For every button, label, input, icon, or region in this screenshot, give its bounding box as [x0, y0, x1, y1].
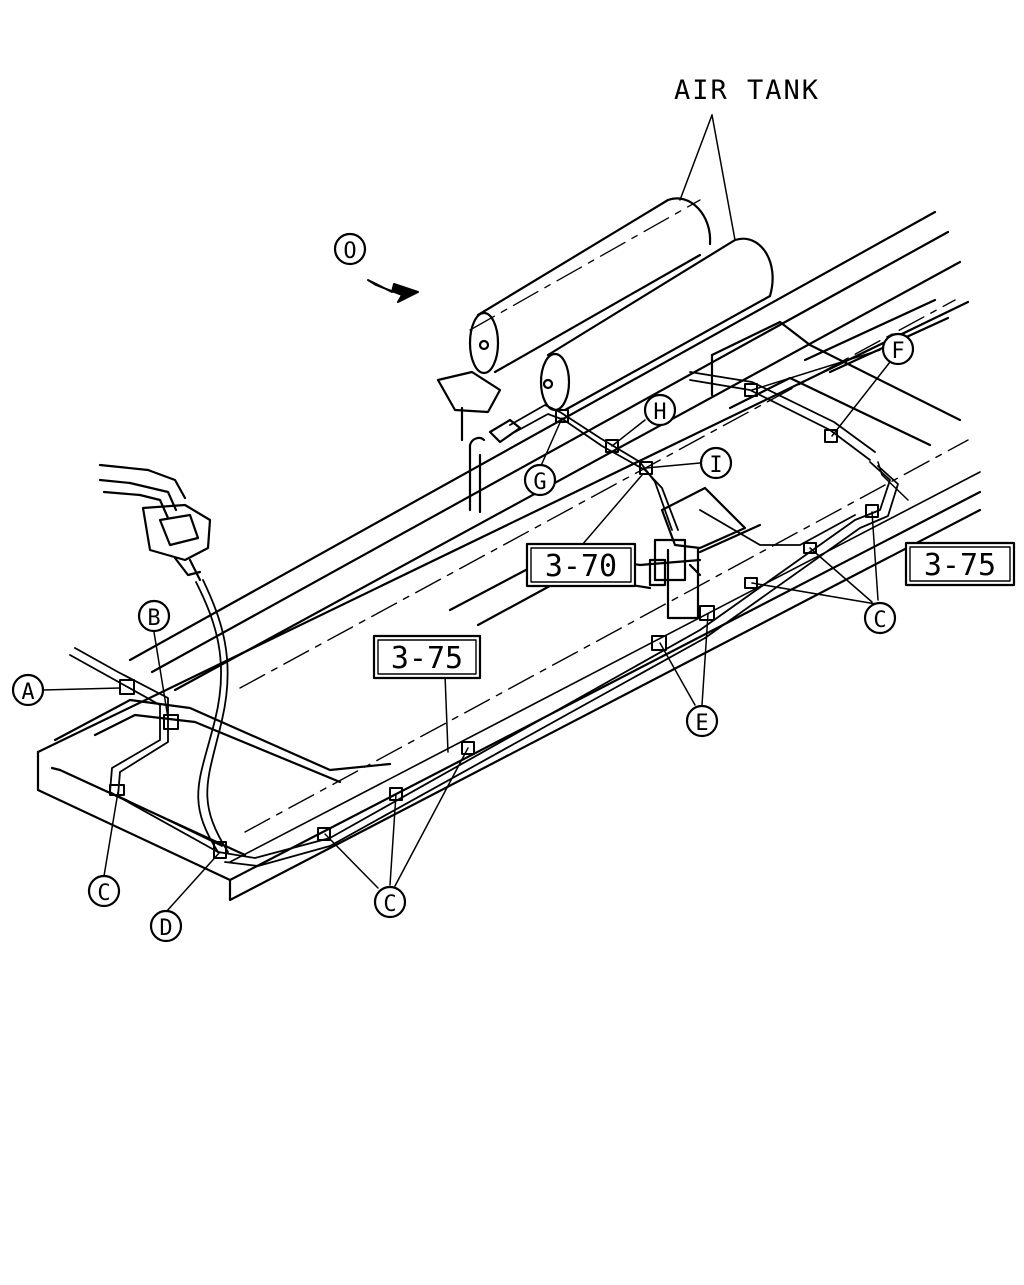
callout-c-middle-label: C	[383, 892, 396, 917]
clamp-f-1	[744, 383, 758, 397]
callout-d-label: D	[159, 916, 172, 941]
leader-lines	[42, 114, 909, 913]
callout-c-rear-label: C	[873, 608, 886, 633]
callout-i: I	[699, 446, 733, 480]
reference-3-70-label: 3-70	[545, 549, 617, 584]
clamp-f-2	[824, 429, 838, 443]
reference-3-75-right-label: 3-75	[924, 548, 996, 583]
valve-bracket	[648, 486, 762, 620]
air-piping	[69, 371, 899, 867]
chassis-frame	[36, 210, 982, 902]
callout-h: H	[643, 393, 677, 427]
callout-o: O	[333, 232, 367, 266]
callout-g: G	[523, 463, 557, 497]
callout-o-label: O	[343, 239, 356, 264]
callout-g-label: G	[533, 470, 546, 495]
callout-a-label: A	[21, 680, 34, 705]
clamp-g	[555, 409, 569, 423]
view-arrow	[367, 279, 419, 303]
callout-c-middle: C	[373, 885, 407, 919]
callout-e-label: E	[695, 711, 708, 736]
callout-b-label: B	[147, 606, 160, 631]
clamp-c-5	[803, 542, 817, 554]
reference-3-75-middle-label: 3-75	[391, 641, 463, 676]
callout-b: B	[137, 599, 171, 633]
air-tank-label: AIR TANK	[674, 75, 820, 106]
callout-c-front: C	[87, 874, 121, 908]
clamp-h	[605, 439, 619, 453]
callout-f: F	[881, 332, 915, 366]
callout-f-label: F	[891, 339, 904, 364]
air-tank-assembly	[436, 197, 774, 514]
callout-c-rear: C	[863, 601, 897, 635]
reference-3-70: 3-70	[525, 542, 637, 588]
clamp-c-1	[317, 827, 331, 841]
clamp-c-4	[744, 577, 758, 589]
callout-c-front-label: C	[97, 881, 110, 906]
callout-h-label: H	[653, 400, 666, 425]
clamp-b	[163, 714, 179, 730]
clamp-e-1	[651, 635, 667, 651]
front-connector	[98, 463, 212, 582]
callout-d: D	[149, 909, 183, 943]
clamp-c-3	[461, 741, 475, 755]
callout-a: A	[11, 673, 45, 707]
callout-e: E	[685, 704, 719, 738]
callout-i-label: I	[709, 453, 722, 478]
reference-3-75-right: 3-75	[904, 541, 1016, 587]
clamp-d	[213, 841, 227, 859]
clamp-a	[119, 679, 135, 695]
reference-3-75-middle: 3-75	[372, 634, 482, 680]
pipe-clamps	[109, 383, 879, 859]
